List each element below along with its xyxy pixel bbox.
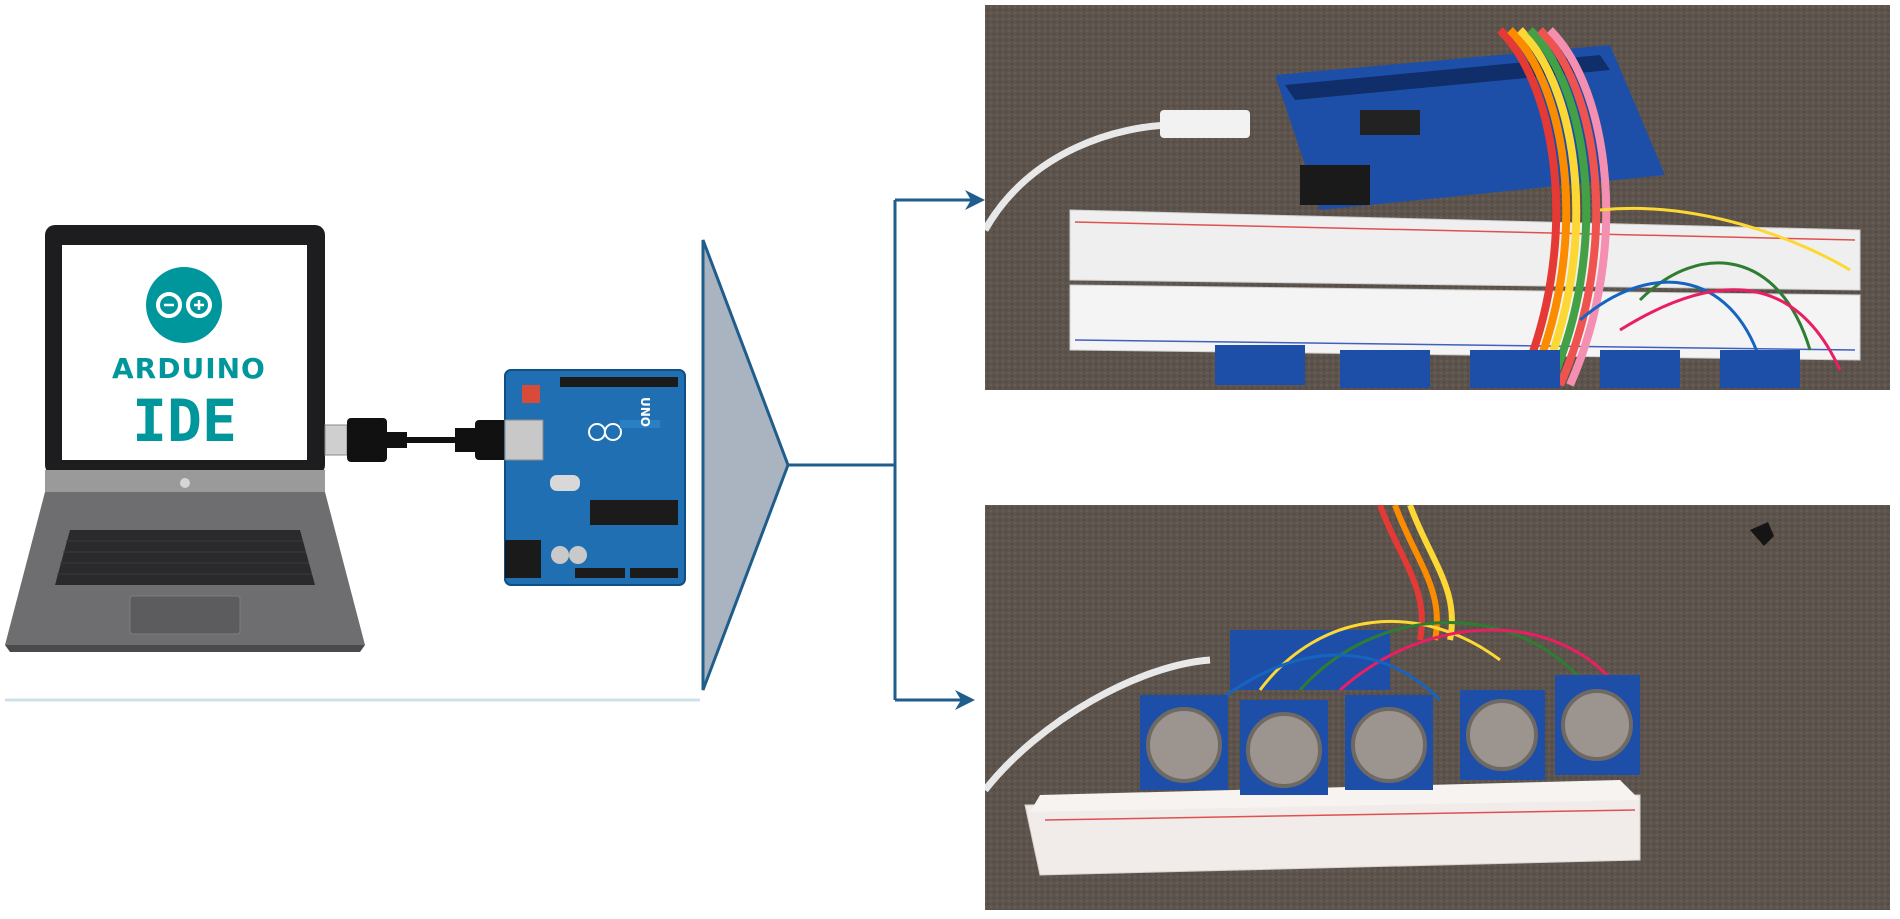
top-photo (985, 5, 1890, 390)
bottom-photo (985, 505, 1890, 910)
arduino-logo-icon (146, 267, 222, 343)
process-triangle (701, 239, 790, 691)
branch-arrows (788, 198, 975, 702)
arduino-ide-logo-line2: IDE (132, 387, 237, 455)
arrowhead-top-icon (965, 190, 985, 210)
gas-sensor-modules (1140, 675, 1640, 795)
arduino-board-illustration (504, 369, 686, 586)
laptop-keyboard (55, 530, 315, 585)
arrowhead-bottom-icon (955, 690, 975, 710)
arduino-ide-logo-line1: ARDUINO (112, 352, 266, 385)
laptop-trackpad (129, 595, 241, 635)
arduino-board-model-label: UNO (638, 397, 652, 427)
laptop-illustration (5, 225, 365, 652)
usb-cable (324, 418, 528, 462)
hp-logo-icon (180, 478, 190, 488)
